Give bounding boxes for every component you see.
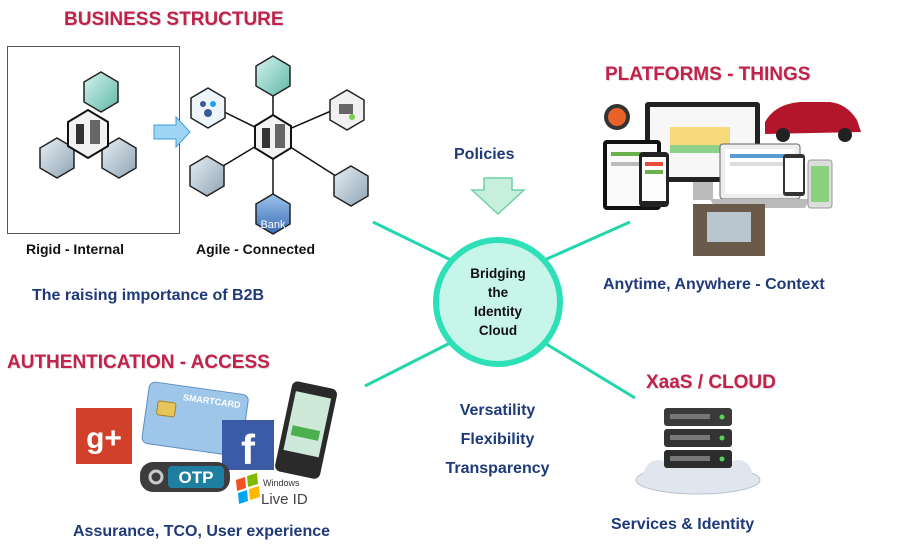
connector-business	[372, 220, 456, 264]
b2b-caption: The raising importance of B2B	[32, 287, 265, 304]
rigid-cluster	[39, 71, 137, 179]
hub-circle	[433, 237, 563, 367]
connector-auth	[364, 340, 453, 388]
windows-live-id-icon: Windows Live ID	[236, 473, 308, 508]
agile-right-hex-icon	[333, 165, 369, 207]
xaas-cloud-title: XaaS / CLOUD	[646, 372, 776, 393]
rigid-left-hex-icon	[39, 137, 75, 179]
agile-top-hex-icon	[255, 55, 291, 97]
devices-graphic	[603, 102, 861, 256]
live-id-text: Live ID	[261, 491, 308, 508]
hub-label: Bridging the Identity Cloud	[436, 264, 560, 340]
car-icon	[765, 102, 861, 134]
auth-methods-graphic: g+ SMARTCARD f OTP Windows Live ID	[76, 381, 337, 508]
server-rack-icon	[664, 408, 732, 468]
policies-arrow-icon	[470, 177, 526, 216]
platforms-things-title: PLATFORMS - THINGS	[605, 64, 811, 85]
hub-line-1: Bridging	[470, 266, 526, 281]
bank-label: Bank	[260, 219, 286, 231]
google-plus-icon	[76, 408, 132, 464]
hub-line-2: the	[487, 285, 509, 300]
agile-cluster: Bank	[189, 55, 369, 235]
rigid-internal-label: Rigid - Internal	[26, 241, 124, 257]
smart-card-icon: SMARTCARD	[141, 381, 249, 457]
social-hex-icon	[190, 87, 226, 129]
rigid-top-hex-icon	[83, 71, 119, 113]
authentication-access-title: AUTHENTICATION - ACCESS	[7, 352, 270, 373]
bank-hex-icon	[255, 193, 291, 235]
transform-arrow-icon	[153, 115, 191, 149]
agile-center-building-icon	[254, 113, 292, 161]
quality-versatility: Versatility	[459, 402, 536, 419]
mobile-token-icon	[275, 381, 337, 479]
hub-line-4: Cloud	[478, 323, 518, 338]
facebook-icon	[222, 420, 274, 470]
agile-left-hex-icon	[189, 155, 225, 197]
context-caption: Anytime, Anywhere - Context	[603, 276, 825, 293]
facebook-text: f	[241, 426, 256, 473]
server-cloud-graphic	[635, 408, 761, 495]
qualities-list: Versatility Flexibility Transparency	[425, 396, 570, 483]
business-structure-title: BUSINESS STRUCTURE	[64, 9, 284, 30]
policies-label: Policies	[454, 146, 515, 163]
windows-text: Windows	[263, 478, 300, 488]
hub-line-3: Identity	[473, 304, 522, 319]
otp-text: OTP	[179, 468, 214, 487]
connector-platforms	[539, 220, 631, 264]
quality-flexibility: Flexibility	[460, 431, 535, 448]
quality-transparency: Transparency	[445, 460, 550, 477]
business-structure-graphic: Bank	[39, 55, 369, 235]
google-plus-text: g+	[86, 422, 122, 455]
services-identity-caption: Services & Identity	[611, 516, 755, 533]
assurance-caption: Assurance, TCO, User experience	[73, 523, 331, 540]
rigid-right-hex-icon	[101, 137, 137, 179]
agile-connected-label: Agile - Connected	[196, 241, 316, 257]
connector-xaas	[542, 340, 636, 400]
